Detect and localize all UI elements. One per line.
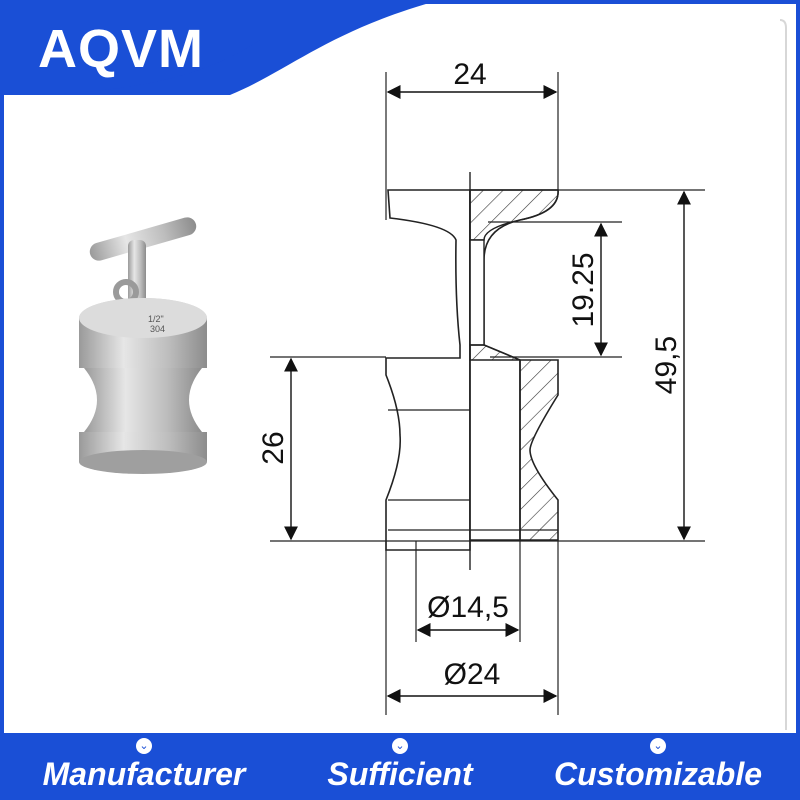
feature-label: Customizable bbox=[553, 756, 763, 792]
stamp-text-1: 1/2" bbox=[148, 314, 164, 324]
dim-total-height: 49,5 bbox=[650, 336, 683, 394]
chevron-down-icon: ⌄ bbox=[650, 738, 666, 754]
chevron-down-icon: ⌄ bbox=[392, 738, 408, 754]
feature-label: Manufacturer bbox=[42, 756, 246, 792]
dim-upper-height: 19.25 bbox=[567, 252, 600, 327]
part-outline bbox=[385, 189, 471, 551]
dim-top-width: 24 bbox=[453, 58, 486, 91]
feature-label: Sufficient bbox=[327, 756, 473, 792]
dim-outer-diameter: Ø24 bbox=[444, 658, 501, 691]
product-photo: 1/2" 304 bbox=[79, 217, 207, 474]
brand-logo: AQVM bbox=[38, 19, 204, 79]
extension-lines bbox=[270, 72, 705, 715]
feature-sufficient: ⌄ Sufficient bbox=[270, 738, 530, 793]
feature-manufacturer: ⌄ Manufacturer bbox=[14, 738, 274, 793]
feature-customizable: ⌄ Customizable bbox=[528, 738, 788, 793]
chevron-down-icon: ⌄ bbox=[136, 738, 152, 754]
dim-inner-diameter: Ø14,5 bbox=[427, 591, 509, 624]
stamp-text-2: 304 bbox=[150, 324, 165, 334]
dim-body-height: 26 bbox=[257, 431, 290, 464]
